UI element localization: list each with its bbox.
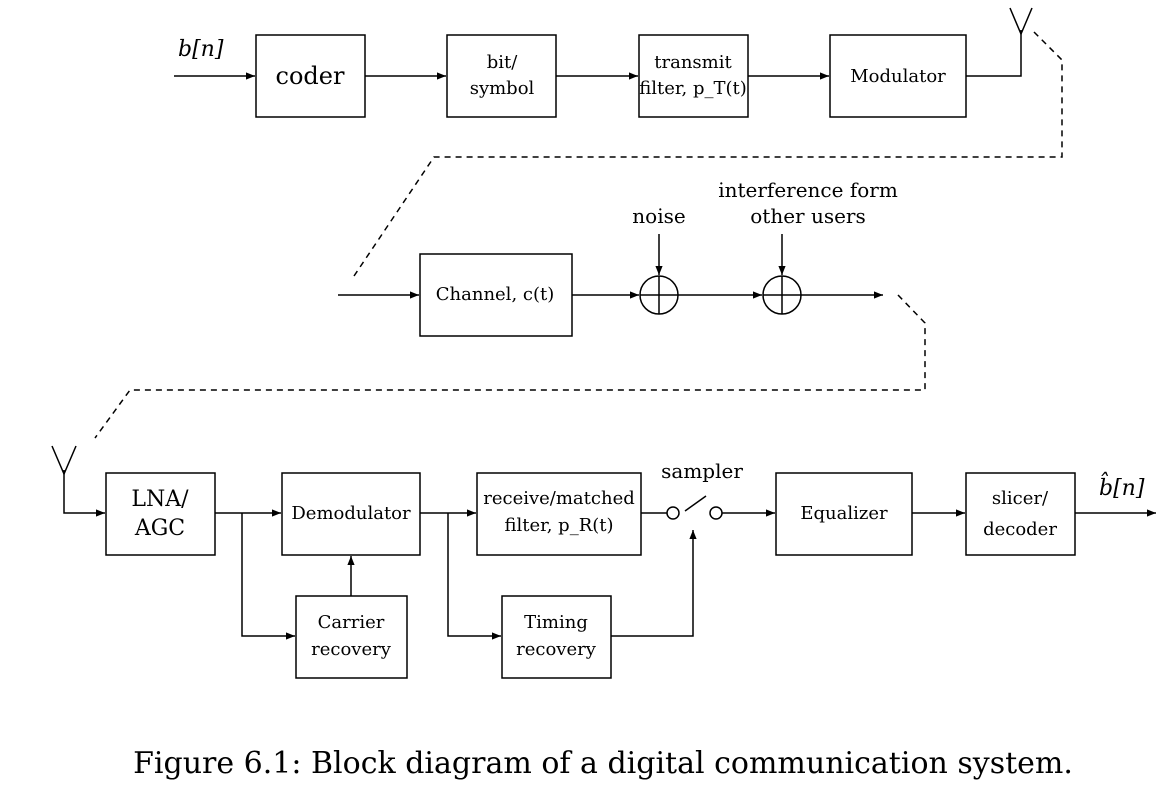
wire-timing-to-sampler bbox=[611, 530, 697, 637]
transmit-filter-block bbox=[638, 34, 749, 118]
lna-agc-block bbox=[105, 472, 216, 556]
timing-recovery-label-line1: Timing bbox=[524, 612, 588, 633]
lna-agc-label-line1: LNA/ bbox=[131, 487, 189, 512]
rx-antenna-icon bbox=[51, 445, 77, 476]
wire-lna-to-carrier-recovery bbox=[241, 513, 295, 640]
figure-caption: Figure 6.1: Block diagram of a digital c… bbox=[133, 746, 1073, 781]
sampler-label: sampler bbox=[661, 459, 743, 483]
interference-label-line1: interference form bbox=[718, 178, 898, 202]
transmit-filter-label-line1: transmit bbox=[654, 52, 732, 73]
wire-antenna-to-lna bbox=[63, 470, 105, 517]
sampler-switch-icon bbox=[666, 495, 723, 520]
input-label-bn: b[n] bbox=[178, 37, 224, 62]
demodulator-block bbox=[281, 472, 421, 556]
wire-modulator-to-antenna bbox=[966, 30, 1022, 77]
output-label-bhat: b̂[n] bbox=[1099, 472, 1145, 501]
lna-agc-label-line2: AGC bbox=[134, 516, 185, 541]
wire-demodulator-to-timing-recovery bbox=[447, 513, 501, 640]
equalizer-block bbox=[775, 472, 913, 556]
bit-symbol-label-line2: symbol bbox=[470, 78, 535, 99]
slicer-decoder-label-line1: slicer/ bbox=[992, 488, 1049, 509]
modulator-block bbox=[829, 34, 967, 118]
matched-filter-block bbox=[476, 472, 642, 556]
carrier-recovery-label-line2: recovery bbox=[311, 639, 392, 660]
equalizer-label: Equalizer bbox=[800, 503, 888, 524]
transmit-filter-label-line2: filter, p_T(t) bbox=[639, 78, 747, 99]
slicer-decoder-block bbox=[965, 472, 1076, 556]
channel-block bbox=[419, 253, 573, 337]
carrier-recovery-label-line1: Carrier bbox=[318, 612, 385, 633]
interference-label-line2: other users bbox=[750, 204, 866, 228]
matched-filter-label-line2: filter, p_R(t) bbox=[504, 515, 613, 536]
timing-recovery-block bbox=[501, 595, 612, 679]
noise-summing-junction bbox=[639, 275, 679, 315]
carrier-recovery-block bbox=[295, 595, 408, 679]
dashed-link-tx-to-channel bbox=[353, 31, 1063, 277]
dashed-link-channel-to-rx bbox=[94, 294, 926, 439]
noise-label: noise bbox=[632, 204, 685, 228]
slicer-decoder-label-line2: decoder bbox=[983, 519, 1057, 540]
tx-antenna-icon bbox=[1009, 7, 1033, 36]
coder-label: coder bbox=[276, 62, 345, 90]
bit-symbol-label-line1: bit/ bbox=[487, 52, 519, 73]
interference-summing-junction bbox=[762, 275, 802, 315]
channel-label: Channel, c(t) bbox=[436, 284, 555, 305]
matched-filter-label-line1: receive/matched bbox=[483, 488, 635, 509]
bit-symbol-block bbox=[446, 34, 557, 118]
modulator-label: Modulator bbox=[850, 66, 946, 87]
timing-recovery-label-line2: recovery bbox=[516, 639, 597, 660]
demodulator-label: Demodulator bbox=[291, 503, 411, 524]
